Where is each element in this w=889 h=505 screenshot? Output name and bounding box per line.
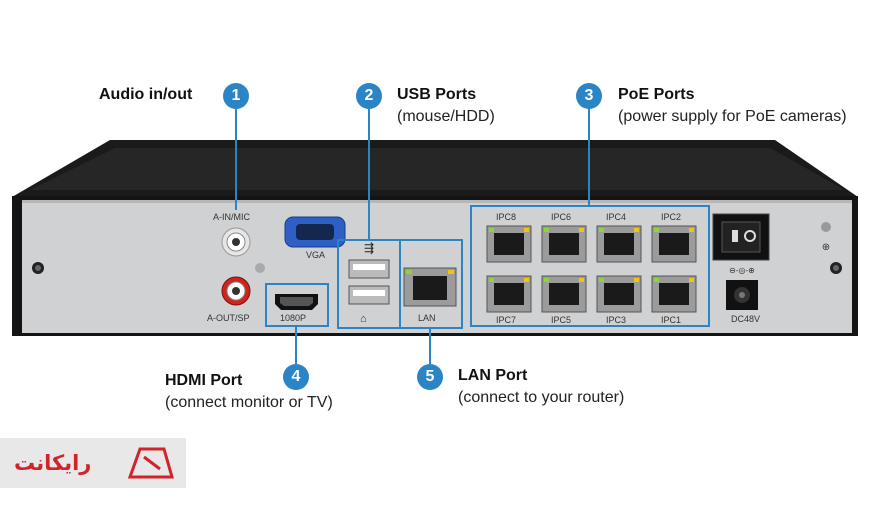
ipc-top-labels: IPC8 IPC6 IPC4 IPC2 <box>496 212 681 222</box>
callout-title: LAN Port <box>458 367 528 384</box>
vga-label: VGA <box>306 250 325 260</box>
callout-subtitle: (power supply for PoE cameras) <box>618 108 847 125</box>
callout-title: PoE Ports <box>618 86 695 103</box>
callout-number-badge: 1 <box>223 83 249 109</box>
rj45-port <box>541 225 587 263</box>
svg-text:⌂: ⌂ <box>360 313 367 325</box>
svg-text:⊖-◎-⊕: ⊖-◎-⊕ <box>729 266 755 275</box>
callout-subtitle: (connect to your router) <box>458 389 625 406</box>
poe-port-group <box>486 225 697 313</box>
rj45-port <box>651 225 697 263</box>
audio-in-label: A-IN/MIC <box>213 212 250 222</box>
ipc-bottom-labels: IPC7 IPC5 IPC3 IPC1 <box>496 315 681 325</box>
callout-subtitle: (mouse/HDD) <box>397 108 495 125</box>
rj45-port <box>596 225 642 263</box>
ipc-label: IPC2 <box>661 212 681 222</box>
watermark-text: رایکانت <box>14 451 92 475</box>
rj45-port <box>486 275 532 313</box>
hdmi-label: 1080P <box>280 313 306 323</box>
callout-subtitle: (connect monitor or TV) <box>165 394 333 411</box>
callout-title: USB Ports <box>397 86 477 103</box>
rj45-port <box>486 225 532 263</box>
watermark-logo <box>0 438 186 488</box>
ipc-label: IPC3 <box>606 315 626 325</box>
callout-title: Audio in/out <box>99 86 193 103</box>
lan-label: LAN <box>418 313 436 323</box>
ipc-label: IPC8 <box>496 212 516 222</box>
svg-text:⊕: ⊕ <box>822 242 830 253</box>
svg-text:⇶: ⇶ <box>364 241 374 255</box>
rj45-port <box>541 275 587 313</box>
callout-number-badge: 5 <box>417 364 443 390</box>
ipc-label: IPC5 <box>551 315 571 325</box>
callout-title: HDMI Port <box>165 372 243 389</box>
phone-logo-icon <box>127 447 174 479</box>
callout-number-badge: 4 <box>283 364 309 390</box>
ipc-label: IPC7 <box>496 315 516 325</box>
callout-number-badge: 3 <box>576 83 602 109</box>
ipc-label: IPC6 <box>551 212 571 222</box>
rj45-port <box>596 275 642 313</box>
rj45-port <box>651 275 697 313</box>
callout-number-badge: 2 <box>356 83 382 109</box>
power-label: DC48V <box>731 314 760 324</box>
callout-lines <box>235 108 590 364</box>
ipc-label: IPC4 <box>606 212 626 222</box>
audio-out-label: A-OUT/SP <box>207 313 250 323</box>
ipc-label: IPC1 <box>661 315 681 325</box>
